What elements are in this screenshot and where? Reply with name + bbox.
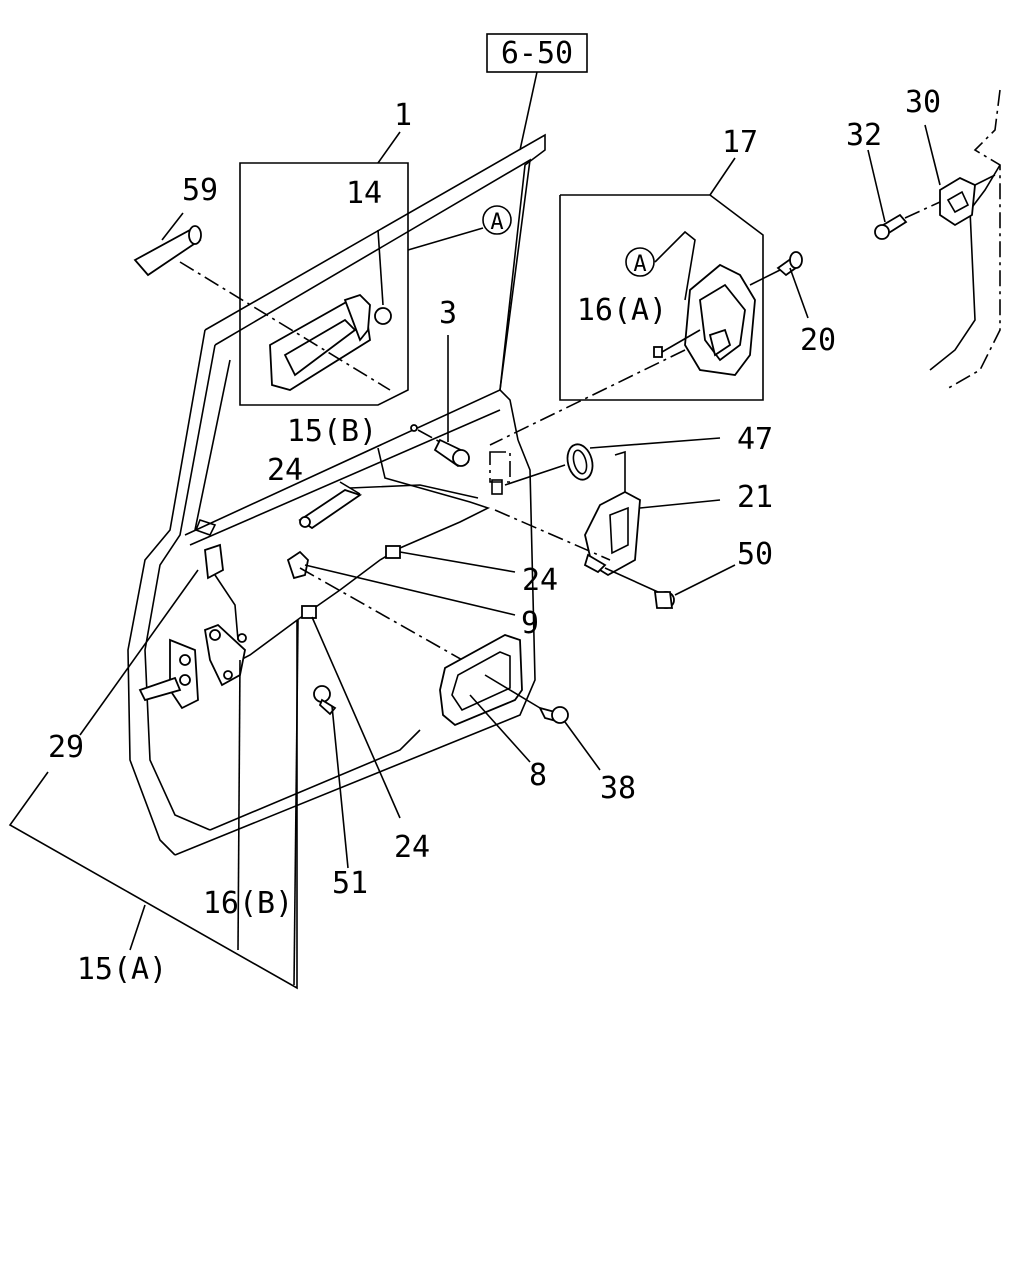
rods (224, 447, 516, 819)
part-21-actuator (494, 450, 721, 577)
part-59-sealer (133, 212, 391, 391)
callout-38: 38 (600, 771, 636, 806)
callout-32: 32 (846, 118, 882, 153)
circle-a-label-1: A (490, 210, 503, 235)
part-50-screw (604, 564, 736, 609)
callout-16b: 16(B) (203, 886, 293, 921)
callout-50: 50 (737, 537, 773, 572)
callout-24-top: 24 (267, 453, 303, 488)
reference-box: 6-50 (486, 33, 588, 73)
part-3-bolt (410, 335, 470, 468)
reference-box-label: 6-50 (501, 36, 573, 71)
callout-20: 20 (800, 323, 836, 358)
circle-a-label-2: A (633, 252, 646, 277)
callout-15a: 15(A) (77, 952, 167, 987)
part-29-linkage (79, 543, 247, 951)
callout-16a: 16(A) (577, 293, 667, 328)
callout-24-bottom: 24 (394, 830, 430, 865)
callout-3: 3 (439, 296, 457, 331)
callout-24-middle: 24 (522, 563, 558, 598)
part-51-bolt (313, 685, 349, 869)
part-20-screw (749, 251, 809, 319)
door-edge-right (929, 89, 1001, 391)
part-1-box (239, 131, 409, 406)
callout-21: 21 (737, 480, 773, 515)
callout-15a-bracket (8, 619, 299, 990)
part-30-striker (867, 124, 996, 240)
callout-59: 59 (182, 173, 218, 208)
part-8-bezel (439, 634, 601, 771)
callout-29: 29 (48, 730, 84, 765)
callout-9: 9 (521, 606, 539, 641)
callout-30: 30 (905, 85, 941, 120)
part-47-grommet (489, 437, 721, 495)
callout-14: 14 (346, 176, 382, 211)
part-9-clip (286, 550, 516, 671)
callout-8: 8 (529, 758, 547, 793)
callout-51: 51 (332, 866, 368, 901)
callout-15b: 15(B) (287, 414, 377, 449)
callout-labels: 1 59 14 3 15(B) 24 17 16(A) 20 32 30 47 … (48, 85, 941, 987)
circle-a-markers: A A (407, 205, 655, 277)
callout-1: 1 (394, 98, 412, 133)
callout-17: 17 (722, 125, 758, 160)
callout-47: 47 (737, 422, 773, 457)
part-17-box (489, 157, 764, 446)
door-outline (127, 71, 546, 856)
